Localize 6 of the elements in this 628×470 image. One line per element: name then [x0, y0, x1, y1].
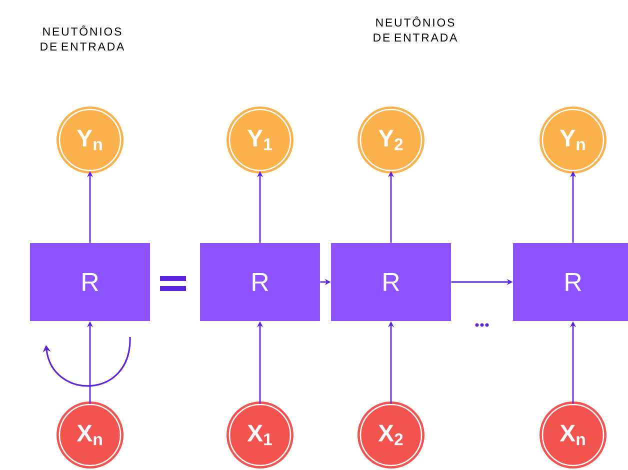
heading: NEUTÔNIOS DE ENTRADA — [40, 25, 124, 51]
rnn-cell-box: R — [331, 243, 451, 321]
rnn-cell-box: R — [30, 243, 150, 321]
heading: NEUTÔNIOS DE ENTRADA — [374, 16, 458, 42]
rnn-cell-box: R — [513, 243, 628, 321]
rnn-cell-box: R — [200, 243, 320, 321]
